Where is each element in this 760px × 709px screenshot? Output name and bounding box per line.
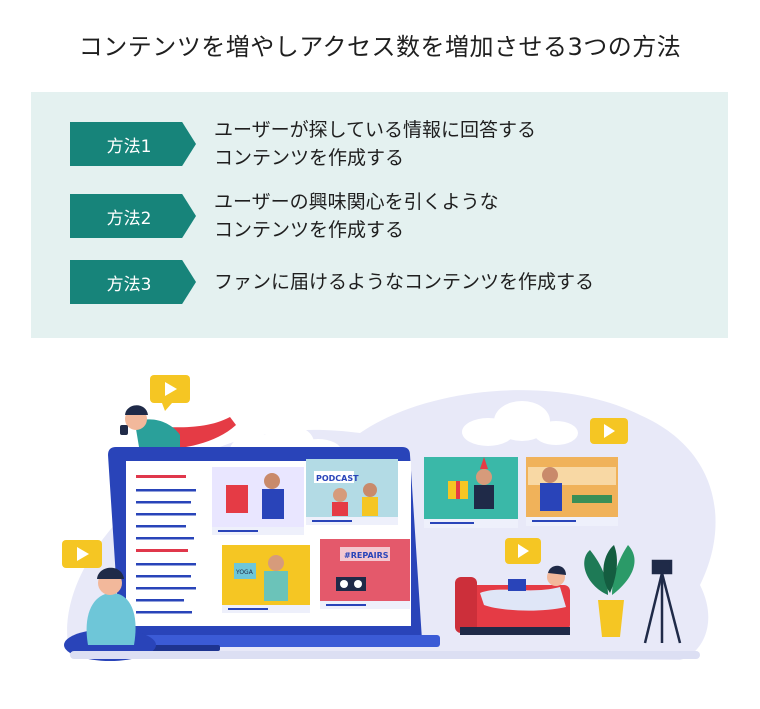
podcast-thumb-text: PODCAST — [316, 474, 359, 483]
video-thumb-fashion — [212, 467, 304, 535]
floor-line — [70, 651, 700, 659]
method-desc-2-line1: ユーザーの興味関心を引くような — [214, 191, 499, 213]
method-desc-1-line2: コンテンツを作成する — [214, 147, 405, 169]
camera-tripod — [643, 559, 682, 644]
method-tag-1: 方法1 — [70, 122, 196, 166]
play-bubble-icon — [150, 375, 190, 411]
person-on-laptop — [120, 405, 236, 455]
page-title: コンテンツを増やしアクセス数を増加させる3つの方法 — [78, 33, 682, 61]
cloud-right — [462, 401, 578, 446]
method-tag-3: 方法3 — [70, 260, 196, 304]
video-thumb-cooking — [526, 457, 618, 526]
video-thumb-repairs: #REPAIRS — [320, 539, 410, 609]
methods-panel: 方法1 ユーザーが探している情報に回答する コンテンツを作成する 方法2 ユーザ… — [31, 92, 728, 338]
method-row-2: 方法2 ユーザーの興味関心を引くような コンテンツを作成する — [70, 188, 499, 244]
video-thumb-party — [424, 457, 518, 528]
sofa-with-person — [455, 565, 570, 635]
method-tag-2: 方法2 — [70, 194, 196, 238]
play-bubble-icon — [590, 418, 628, 444]
method-desc-3-line1: ファンに届けるようなコンテンツを作成する — [214, 271, 595, 293]
method-desc-2: ユーザーの興味関心を引くような コンテンツを作成する — [214, 188, 499, 244]
content-creation-illustration: PODCAST YOGA #REPAIRS — [62, 375, 716, 661]
method-desc-1: ユーザーが探している情報に回答する コンテンツを作成する — [214, 116, 536, 172]
play-bubble-icon — [62, 540, 102, 568]
video-thumb-yoga: YOGA — [222, 545, 310, 613]
method-desc-1-line1: ユーザーが探している情報に回答する — [214, 119, 537, 141]
play-bubble-icon — [505, 538, 541, 564]
method-desc-2-line2: コンテンツを作成する — [214, 219, 405, 241]
potted-plant — [584, 545, 635, 637]
yoga-thumb-text: YOGA — [235, 569, 254, 576]
method-row-3: 方法3 ファンに届けるようなコンテンツを作成する — [70, 260, 594, 304]
screen-sidebar — [136, 475, 196, 614]
method-desc-3: ファンに届けるようなコンテンツを作成する — [214, 268, 594, 296]
repairs-thumb-text: #REPAIRS — [344, 551, 389, 560]
method-row-1: 方法1 ユーザーが探している情報に回答する コンテンツを作成する — [70, 116, 536, 172]
video-thumb-podcast: PODCAST — [306, 459, 398, 525]
